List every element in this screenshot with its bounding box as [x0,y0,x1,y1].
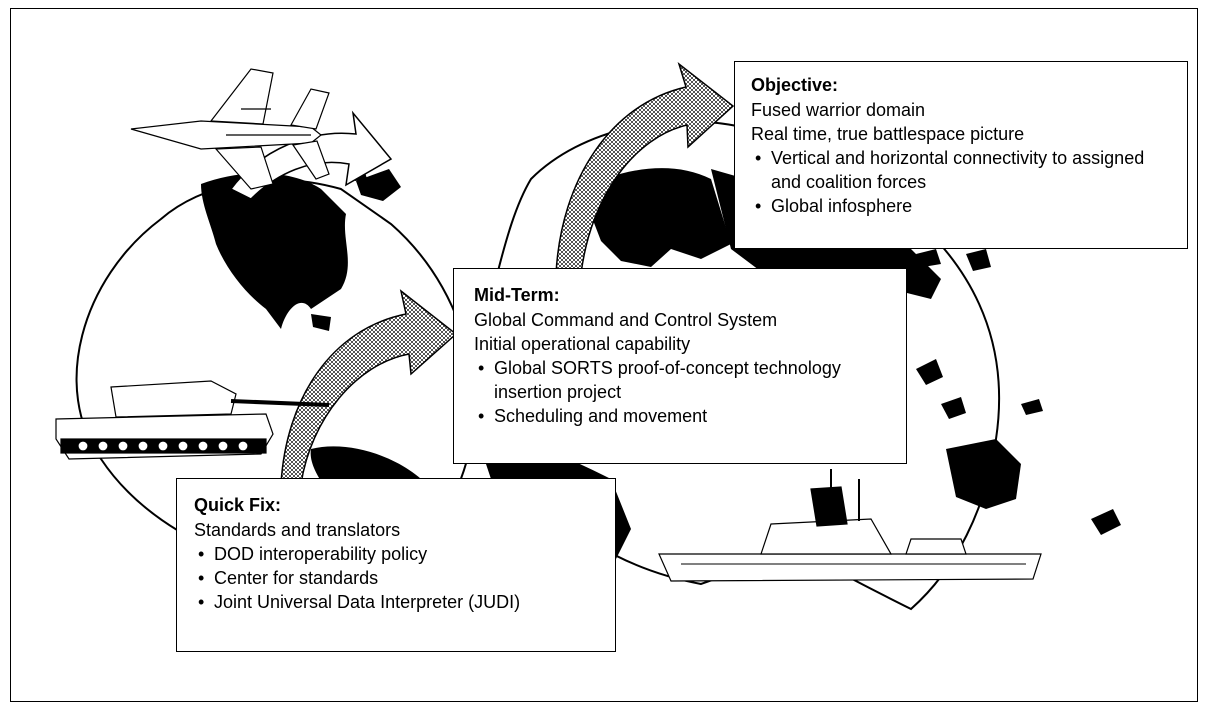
midterm-bullet: Global SORTS proof-of-concept technology… [474,356,844,404]
objective-line: Real time, true battlespace picture [751,124,1025,144]
australia-landmass [946,439,1021,509]
tank-barrel [230,399,330,407]
tank-turret [110,380,237,418]
europe-landmass [581,168,731,267]
objective-line: Fused warrior domain [751,100,926,120]
island-shape [1021,399,1043,415]
tank-illustration [55,380,330,460]
island-shape [916,249,941,267]
quickfix-bullet-list: DOD interoperability policy Center for s… [194,542,605,614]
objective-box: Objective: Fused warrior domain Real tim… [734,61,1188,249]
quickfix-heading: Quick Fix: [194,495,282,515]
objective-bullet: Global infosphere [751,194,1175,218]
objective-heading: Objective: [751,75,839,95]
jet-tail [291,140,330,180]
island-shape [1091,509,1121,535]
tank-wheels [77,440,249,452]
ship-tower [810,486,848,527]
jet-wing-lower [214,146,274,190]
quickfix-line: Standards and translators [194,520,401,540]
ship-hull [658,553,1042,582]
quickfix-bullet: Center for standards [194,566,605,590]
island-shape [311,314,331,331]
midterm-line: Initial operational capability [474,334,691,354]
objective-bullet: Vertical and horizontal connectivity to … [751,146,1171,194]
midterm-box: Mid-Term: Global Command and Control Sys… [453,268,907,464]
jet-tail [290,88,330,130]
quickfix-bullet: DOD interoperability policy [194,542,605,566]
north-america-landmass [201,173,348,329]
midterm-bullet-list: Global SORTS proof-of-concept technology… [474,356,894,428]
objective-bullet-list: Vertical and horizontal connectivity to … [751,146,1175,218]
island-shape [941,397,966,419]
island-shape [269,289,291,313]
jet-wing-upper [209,68,274,125]
warship-illustration [658,469,1042,582]
midterm-bullet: Scheduling and movement [474,404,894,428]
quickfix-box: Quick Fix: Standards and translators DOD… [176,478,616,652]
island-shape [916,359,943,385]
curved-arrow-right [555,61,735,275]
quickfix-bullet: Joint Universal Data Interpreter (JUDI) [194,590,605,614]
midterm-heading: Mid-Term: [474,285,560,305]
midterm-line: Global Command and Control System [474,310,778,330]
island-shape [966,249,991,271]
greenland-landmass [356,169,401,201]
fighter-jet-illustration [130,68,330,190]
diagram-frame: Objective: Fused warrior domain Real tim… [10,8,1198,702]
